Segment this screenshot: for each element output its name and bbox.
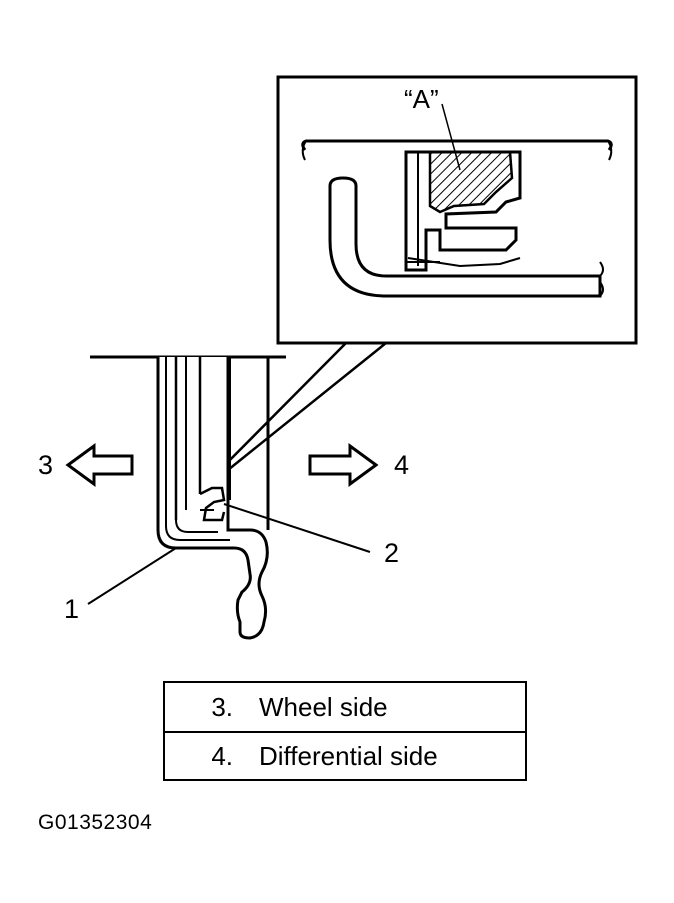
housing-cross-section bbox=[90, 355, 286, 640]
wheel-side-arrow-icon bbox=[65, 443, 134, 487]
part-2-leader bbox=[223, 503, 371, 553]
callout-2: 2 bbox=[384, 538, 400, 568]
legend-row: 4. Differential side bbox=[165, 731, 525, 779]
callout-1: 1 bbox=[64, 594, 80, 624]
detail-inset-a bbox=[276, 75, 638, 345]
part-1-leader bbox=[87, 547, 177, 605]
legend-number: 4. bbox=[211, 740, 233, 771]
legend-text: Differential side bbox=[259, 740, 438, 771]
magnification-leader bbox=[213, 342, 387, 479]
legend-number: 3. bbox=[211, 691, 233, 722]
callout-4: 4 bbox=[394, 450, 410, 480]
differential-side-arrow-icon bbox=[308, 443, 379, 487]
legend-row: 3. Wheel side bbox=[165, 683, 525, 731]
detail-a-label: “A” bbox=[404, 84, 439, 114]
legend-text: Wheel side bbox=[259, 691, 388, 722]
figure-id: G01352304 bbox=[38, 811, 153, 834]
legend-table: 3. Wheel side 4. Differential side bbox=[163, 681, 527, 781]
callout-3: 3 bbox=[38, 450, 54, 480]
